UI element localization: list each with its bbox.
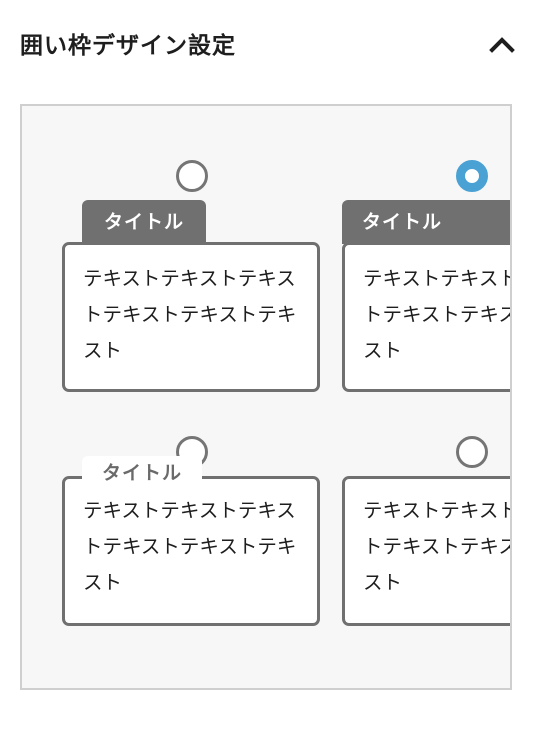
frame-text: テキストテキストテキストテキストテキストテキスト [363,267,510,362]
option-bar-title[interactable]: テキストテキストテキストテキストテキストテキスト タイトル [342,156,510,406]
frame-box: テキストテキストテキストテキストテキストテキスト [342,242,510,392]
design-options: テキストテキストテキストテキストテキストテキスト タイトル テキストテキストテキ… [20,104,512,690]
radio-button[interactable] [456,160,488,192]
frame-title-bar: タイトル [342,200,510,244]
frame-title-label: タイトル [82,456,203,490]
frame-box: テキストテキストテキストテキストテキストテキスト [62,476,320,626]
frame-text: テキストテキストテキストテキストテキストテキスト [83,499,297,594]
radio-button[interactable] [176,160,208,192]
option-floating-title[interactable]: テキストテキストテキストテキストテキストテキスト タイトル [62,436,322,686]
frame-text: テキストテキストテキストテキストテキストテキスト [363,499,510,594]
chevron-up-icon [489,37,515,53]
radio-button[interactable] [456,436,488,468]
frame-title-tab: タイトル [82,200,206,244]
option-no-title[interactable]: テキストテキストテキストテキストテキストテキスト [342,436,510,686]
collapse-toggle-button[interactable] [482,24,522,64]
frame-text: テキストテキストテキストテキストテキストテキスト [83,267,297,362]
frame-box: テキストテキストテキストテキストテキストテキスト [62,242,320,392]
option-tab-title[interactable]: テキストテキストテキストテキストテキストテキスト タイトル [62,156,322,406]
frame-box: テキストテキストテキストテキストテキストテキスト [342,476,510,626]
panel-header: 囲い枠デザイン設定 [0,0,534,88]
panel-title: 囲い枠デザイン設定 [20,33,236,59]
